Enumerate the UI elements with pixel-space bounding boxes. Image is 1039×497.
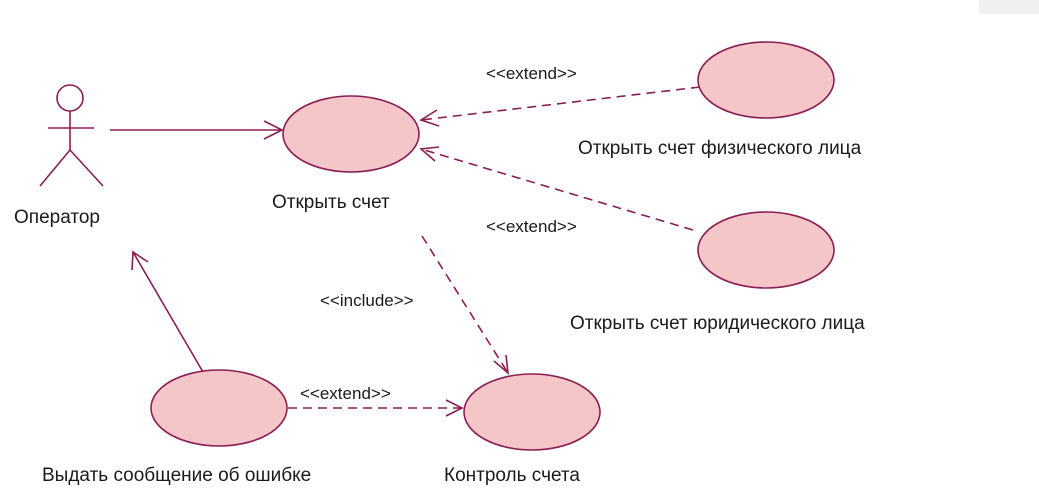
- stereotype-include-control: <<include>>: [320, 291, 414, 310]
- extend-error-arrow[interactable]: [288, 399, 464, 417]
- use-case-label-account-control: Контроль счета: [444, 465, 580, 486]
- extend-individual-arrow[interactable]: [419, 86, 701, 127]
- use-case-label-error-message: Выдать сообщение об ошибке: [42, 465, 312, 486]
- actor-left-leg: [39, 149, 71, 187]
- actor-operator-figure[interactable]: [39, 84, 104, 187]
- extend-legal-arrow[interactable]: [419, 146, 694, 231]
- actor-right-leg: [69, 149, 104, 187]
- use-case-label-open-account: Открыть счет: [272, 192, 390, 213]
- actor-label: Оператор: [14, 207, 100, 228]
- association-actor-open-account[interactable]: [110, 120, 284, 140]
- stereotype-extend-error: <<extend>>: [300, 384, 391, 403]
- use-case-account-control[interactable]: [463, 373, 601, 451]
- use-case-label-open-legal: Открыть счет юридического лица: [570, 313, 865, 334]
- window-corner-decoration: [979, 0, 1039, 14]
- use-case-error-message[interactable]: [150, 369, 288, 447]
- association-error-actor[interactable]: [131, 250, 204, 373]
- use-case-open-legal[interactable]: [697, 211, 835, 289]
- use-case-open-account[interactable]: [282, 95, 420, 173]
- stereotype-extend-individual: <<extend>>: [486, 64, 577, 83]
- use-case-label-open-individual: Открыть счет физического лица: [578, 138, 862, 159]
- include-control-arrow[interactable]: [421, 235, 510, 375]
- actor-head: [56, 84, 84, 112]
- stereotype-extend-legal: <<extend>>: [486, 217, 577, 236]
- use-case-open-individual[interactable]: [697, 41, 835, 119]
